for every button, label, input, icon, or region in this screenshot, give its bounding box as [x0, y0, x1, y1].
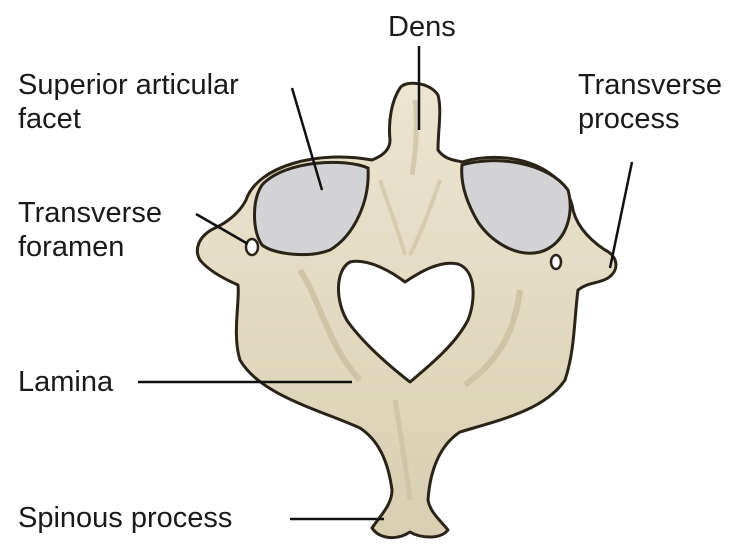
label-lamina-text: Lamina: [18, 366, 114, 398]
vertebral-foramen: [337, 259, 475, 384]
transverse-process-leader: [608, 161, 634, 269]
leader-lines: [138, 46, 634, 521]
label-transverse-foramen-line1: Transverse: [18, 197, 162, 229]
label-superior-articular-facet: Superior articular facet: [18, 68, 239, 136]
label-transverse-process-line1: Transverse: [578, 69, 722, 101]
label-transverse-process-line2: process: [578, 103, 680, 135]
label-transverse-foramen: Transverse foramen: [18, 196, 162, 264]
label-spinous-process: Spinous process: [18, 501, 232, 535]
label-superior-articular-facet-line1: Superior articular: [18, 69, 239, 101]
label-superior-articular-facet-line2: facet: [18, 103, 81, 135]
left-transverse-foramen: [244, 237, 260, 257]
superior-articular-facet-leader: [290, 87, 324, 191]
label-dens-text: Dens: [388, 11, 456, 43]
label-lamina: Lamina: [18, 365, 113, 399]
label-transverse-foramen-line2: foramen: [18, 231, 125, 263]
transverse-foramen-leader: [195, 212, 249, 246]
right-articular-facet: [460, 159, 572, 255]
label-spinous-process-text: Spinous process: [18, 502, 233, 534]
label-dens: Dens: [388, 10, 456, 44]
label-transverse-process: Transverse process: [578, 68, 722, 136]
left-articular-facet: [253, 160, 370, 256]
right-transverse-foramen: [549, 253, 563, 271]
